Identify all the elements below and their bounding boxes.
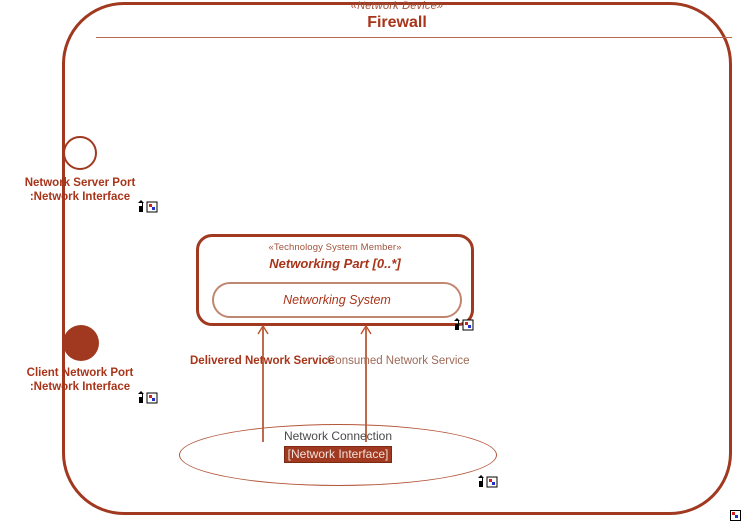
square-marker-icon-canvas[interactable] [730, 510, 741, 521]
networking-system-label: Networking System [283, 293, 391, 307]
delivered-service-label: Delivered Network Service [190, 355, 335, 367]
delivered-service-arrow-icon [257, 325, 269, 335]
client-port-icon[interactable] [63, 325, 99, 361]
frame-stereotype: «Network Device» [350, 0, 444, 12]
network-connection-text: Network Connection [Network Interface] [179, 430, 497, 463]
consumed-service-arrow-icon [360, 325, 372, 335]
networking-part-header: «Technology System Member» Networking Pa… [199, 243, 471, 270]
consumed-service-line[interactable] [365, 326, 367, 442]
client-port-label: Client Network Port :Network Interface [0, 366, 160, 394]
server-port-type: :Network Interface [29, 191, 131, 203]
network-connection-ellipse[interactable] [179, 424, 497, 486]
consumed-service-label: Consumed Network Service [327, 355, 470, 367]
network-connection-title: Network Connection [283, 429, 393, 443]
frame-header: «Network Device» Firewall [62, 1, 732, 31]
frame-title-divider [96, 37, 732, 38]
server-port-name: Network Server Port [24, 177, 136, 189]
client-port-type: :Network Interface [29, 381, 131, 393]
networking-part-title: Networking Part [0..*] [269, 255, 401, 271]
page-title: Firewall [367, 14, 427, 31]
anchor-square-marker-icon-client[interactable] [136, 391, 158, 404]
networking-part-box[interactable]: «Technology System Member» Networking Pa… [196, 234, 474, 326]
firewall-frame[interactable] [62, 2, 732, 515]
networking-part-stereotype: «Technology System Member» [268, 242, 402, 253]
anchor-square-marker-icon-server[interactable] [136, 200, 158, 213]
server-port-label: Network Server Port :Network Interface [0, 176, 160, 204]
networking-system-shape[interactable]: Networking System [212, 282, 462, 318]
delivered-service-line[interactable] [262, 326, 264, 442]
anchor-square-marker-icon-part[interactable] [452, 318, 474, 331]
network-interface-badge[interactable]: [Network Interface] [283, 446, 393, 463]
client-port-name: Client Network Port [26, 367, 134, 379]
anchor-square-marker-icon-ellipse[interactable] [476, 475, 498, 488]
server-port-icon[interactable] [63, 136, 97, 170]
